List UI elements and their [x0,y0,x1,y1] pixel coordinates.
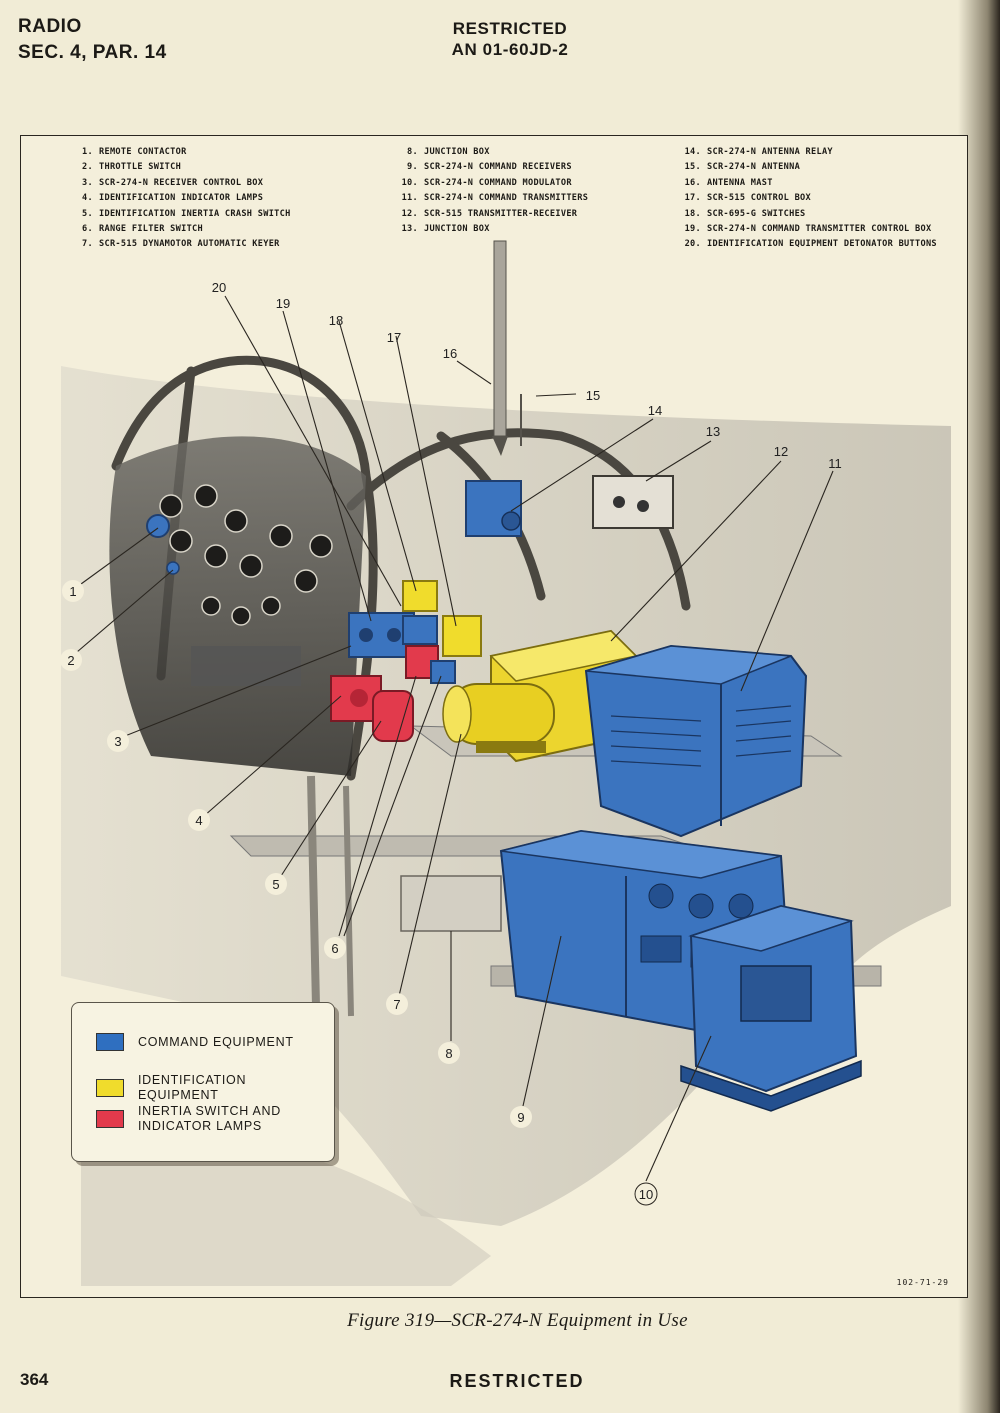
color-key-item: COMMAND EQUIPMENT [96,1033,328,1051]
callout-3: 3 [114,734,121,749]
parts-list-item: 16.ANTENNA MAST [684,177,773,188]
parts-list-item: 4.IDENTIFICATION INDICATOR LAMPS [82,193,264,204]
parts-list-item: 20.IDENTIFICATION EQUIPMENT DETONATOR BU… [684,239,937,250]
parts-list-item: 11.SCR-274-N COMMAND TRANSMITTERS [401,193,589,204]
parts-list-item: 18.SCR-695-G SWITCHES [684,208,806,219]
control-console [191,646,301,686]
color-key-label: INERTIA SWITCH AND INDICATOR LAMPS [138,1104,281,1133]
command-modulator-10 [680,904,862,1112]
instrument-panel [159,484,333,626]
figure-frame: 1 2 3 4 5 6 7 8 9 10 11 12 13 14 15 16 1… [20,135,968,1298]
parts-list-item: 3.SCR-274-N RECEIVER CONTROL BOX [82,177,264,188]
color-key-label: COMMAND EQUIPMENT [138,1034,294,1049]
control-boxes [348,580,482,684]
page-number: 364 [20,1370,49,1389]
callout-labels: 1 2 3 4 5 6 7 8 9 10 11 12 13 14 15 16 1… [60,280,842,1206]
parts-list-column-3: 14.SCR-274-N ANTENNA RELAY 15.SCR-274-N … [681,145,937,253]
scr-515-equipment [442,629,638,763]
parts-list-item: 12.SCR-515 TRANSMITTER-RECEIVER [401,208,578,219]
parts-list-item: 2.THROTTLE SWITCH [82,162,182,173]
document-header: RESTRICTED AN 01-60JD-2 [400,18,620,60]
callout-4: 4 [195,813,202,828]
plate-number: 102-71-29 [896,1278,949,1287]
restricted-marking-bottom: RESTRICTED [449,1371,585,1391]
parts-list-item: 19.SCR-274-N COMMAND TRANSMITTER CONTROL… [684,224,932,235]
paragraph-ref: SEC. 4, PAR. 14 [18,42,167,63]
parts-list-item: 1.REMOTE CONTACTOR [82,147,187,157]
antenna-relay-14 [465,480,522,537]
color-key: COMMAND EQUIPMENT IDENTIFICATION EQUIPME… [71,1002,335,1162]
throttle-switch-2 [166,561,180,575]
parts-list-column-1: 1.REMOTE CONTACTOR 2.THROTTLE SWITCH 3.S… [77,145,291,253]
callout-19: 19 [276,296,290,311]
document-number: AN 01-60JD-2 [451,40,569,59]
section-title: RADIO [18,16,82,37]
antenna-mast [492,240,522,456]
figure-caption: Figure 319—SCR-274-N Equipment in Use [347,1310,688,1331]
parts-list-item: 8.JUNCTION BOX [407,147,490,157]
callout-2: 2 [67,653,74,668]
callout-20: 20 [212,280,226,295]
callout-17: 17 [387,330,401,345]
parts-list-item: 6.RANGE FILTER SWITCH [82,224,204,235]
parts-list-item: 17.SCR-515 CONTROL BOX [684,193,812,204]
section-header: RADIO SEC. 4, PAR. 14 [18,14,167,66]
callout-16: 16 [443,346,457,361]
identification-swatch [96,1079,124,1097]
callout-15: 15 [586,388,600,403]
callout-8: 8 [445,1046,452,1061]
instrument-bay [109,436,366,776]
restricted-marking-top: RESTRICTED [452,19,568,38]
callout-6: 6 [331,941,338,956]
parts-list-item: 5.IDENTIFICATION INERTIA CRASH SWITCH [82,208,291,219]
color-key-label: IDENTIFICATION EQUIPMENT [138,1073,247,1102]
parts-list-item: 14.SCR-274-N ANTENNA RELAY [684,147,833,157]
command-transmitters-11 [584,644,808,838]
callout-1: 1 [69,584,76,599]
color-key-item: IDENTIFICATION EQUIPMENT [96,1073,328,1103]
parts-list-item: 10.SCR-274-N COMMAND MODULATOR [401,177,572,188]
inertia-swatch [96,1110,124,1128]
parts-list-column-2: 8.JUNCTION BOX 9.SCR-274-N COMMAND RECEI… [396,145,588,237]
command-swatch [96,1033,124,1051]
callout-12: 12 [774,444,788,459]
callout-14: 14 [648,403,662,418]
callout-10: 10 [639,1187,653,1202]
callout-13: 13 [706,424,720,439]
parts-list-item: 9.SCR-274-N COMMAND RECEIVERS [407,162,572,173]
callout-11: 11 [828,456,842,471]
inertia-switch-and-lamps [330,675,414,742]
color-key-item: INERTIA SWITCH AND INDICATOR LAMPS [96,1104,328,1134]
parts-list-item: 7.SCR-515 DYNAMOTOR AUTOMATIC KEYER [82,239,280,250]
callout-5: 5 [272,877,279,892]
leader-lines [76,295,834,1182]
junction-box-13 [592,475,674,529]
callout-18: 18 [329,313,343,328]
callout-7: 7 [393,997,400,1012]
parts-list-item: 15.SCR-274-N ANTENNA [684,162,801,173]
parts-list-item: 13.JUNCTION BOX [401,224,490,235]
callout-9: 9 [517,1110,524,1125]
